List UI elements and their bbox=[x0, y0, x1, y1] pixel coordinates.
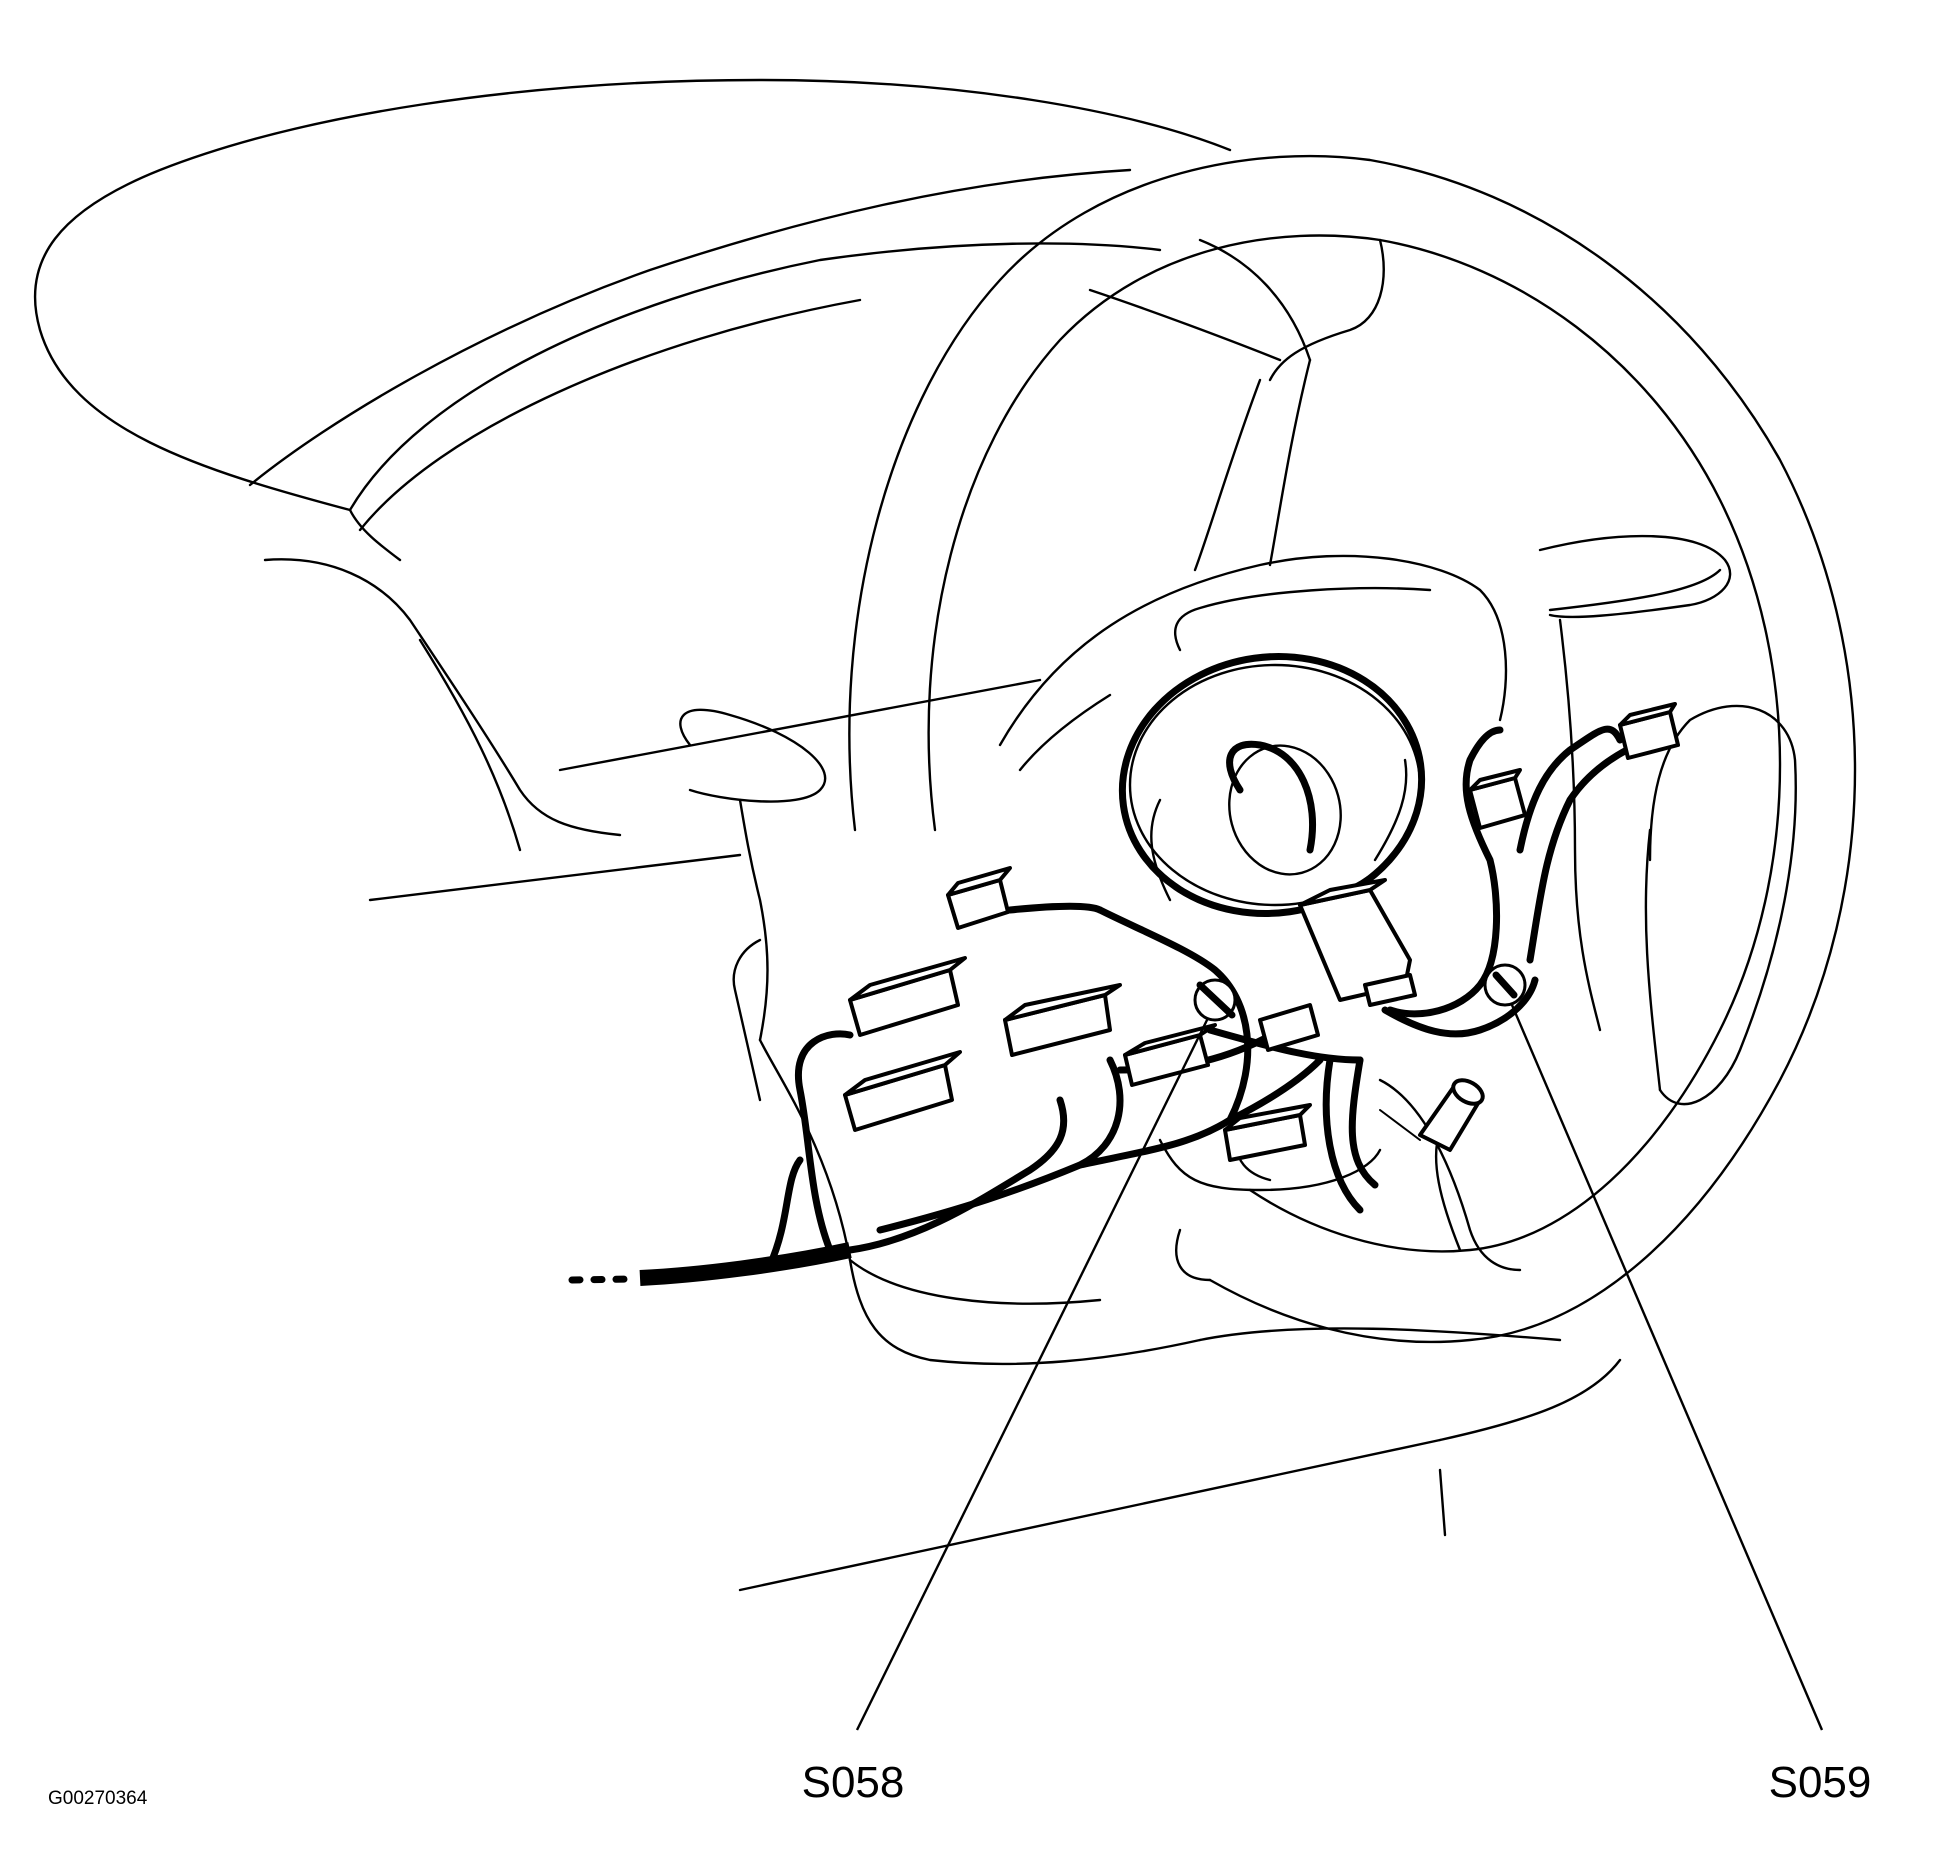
leader-s058 bbox=[855, 1017, 1210, 1731]
leader-lines bbox=[855, 1004, 1824, 1731]
harness-stub-line bbox=[568, 1275, 639, 1284]
main-harness-trunk bbox=[639, 1242, 852, 1286]
connector-8 bbox=[1468, 768, 1527, 830]
leader-s059 bbox=[1510, 1004, 1824, 1731]
connectors bbox=[843, 702, 1680, 1162]
wiring-harness bbox=[568, 725, 1664, 1286]
connector-4 bbox=[1003, 983, 1122, 1057]
instrument-panel bbox=[33, 78, 1722, 1592]
clock-spring-connector bbox=[1298, 878, 1417, 1007]
connector-3 bbox=[843, 1050, 962, 1132]
steering-wheel-hub bbox=[998, 554, 1508, 902]
callout-s058: S058 bbox=[802, 1758, 905, 1807]
connector-7 bbox=[1223, 1103, 1312, 1162]
splices bbox=[1193, 963, 1527, 1022]
clock-spring bbox=[1118, 653, 1426, 917]
splice-s058-marker bbox=[1193, 978, 1237, 1022]
steering-wheel bbox=[848, 154, 1857, 1344]
connector-5 bbox=[1123, 1023, 1217, 1087]
callout-s059: S059 bbox=[1769, 1758, 1872, 1807]
connector-cylinder bbox=[1379, 1078, 1485, 1152]
steering-column-shroud bbox=[679, 708, 1562, 1366]
connector-9 bbox=[1618, 702, 1680, 760]
connector-2 bbox=[848, 956, 967, 1037]
connector-1 bbox=[946, 866, 1012, 930]
connector-6 bbox=[1258, 1003, 1320, 1052]
splice-s059-marker bbox=[1483, 963, 1527, 1007]
figure-id: G00270364 bbox=[48, 1788, 148, 1809]
